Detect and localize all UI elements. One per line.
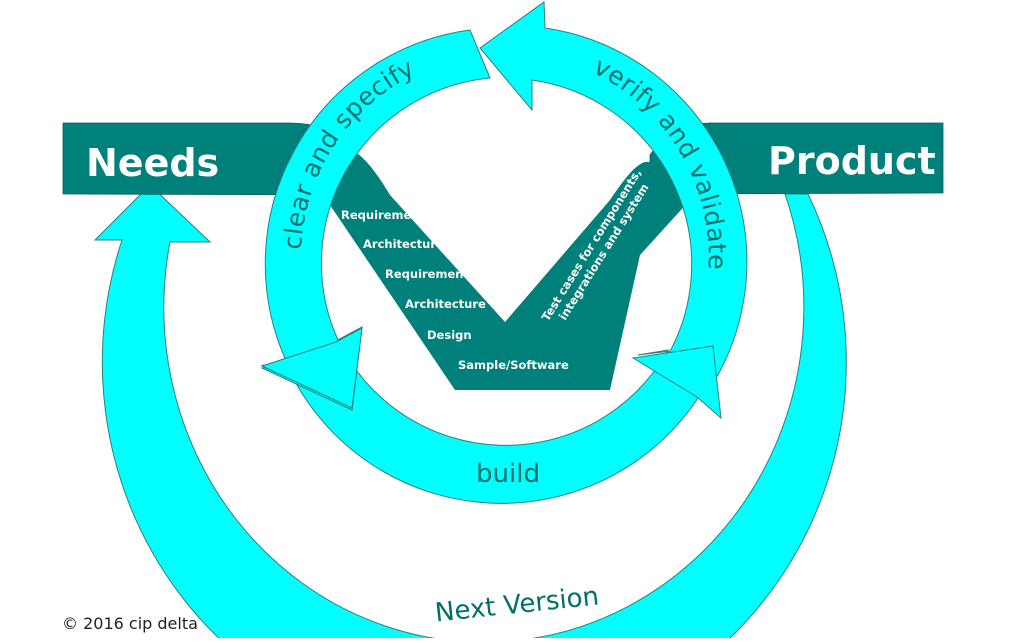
step-requirements-1: Requirements bbox=[341, 208, 432, 222]
verify-validate-arc bbox=[479, 1, 748, 401]
step-requirements-2: Requirements bbox=[385, 267, 476, 281]
clear-specify-arrowhead bbox=[260, 327, 363, 409]
copyright-notice: © 2016 cip delta bbox=[62, 614, 198, 633]
build-label: build bbox=[476, 459, 540, 489]
needs-label: Needs bbox=[86, 141, 219, 185]
step-architecture-2: Architecture bbox=[405, 297, 486, 311]
clear-specify-arc bbox=[260, 29, 491, 411]
next-version-label: Next Version bbox=[434, 581, 601, 628]
step-architecture-1: Architecture bbox=[363, 237, 444, 251]
product-label: Product bbox=[768, 139, 936, 183]
v-shape bbox=[330, 148, 690, 390]
build-arrowhead-right bbox=[631, 345, 722, 420]
step-sample-software: Sample/Software bbox=[458, 358, 569, 372]
step-design: Design bbox=[427, 328, 472, 342]
v-left-steps: Requirements Architecture Requirements A… bbox=[341, 208, 569, 372]
next-version-arc bbox=[93, 184, 847, 643]
